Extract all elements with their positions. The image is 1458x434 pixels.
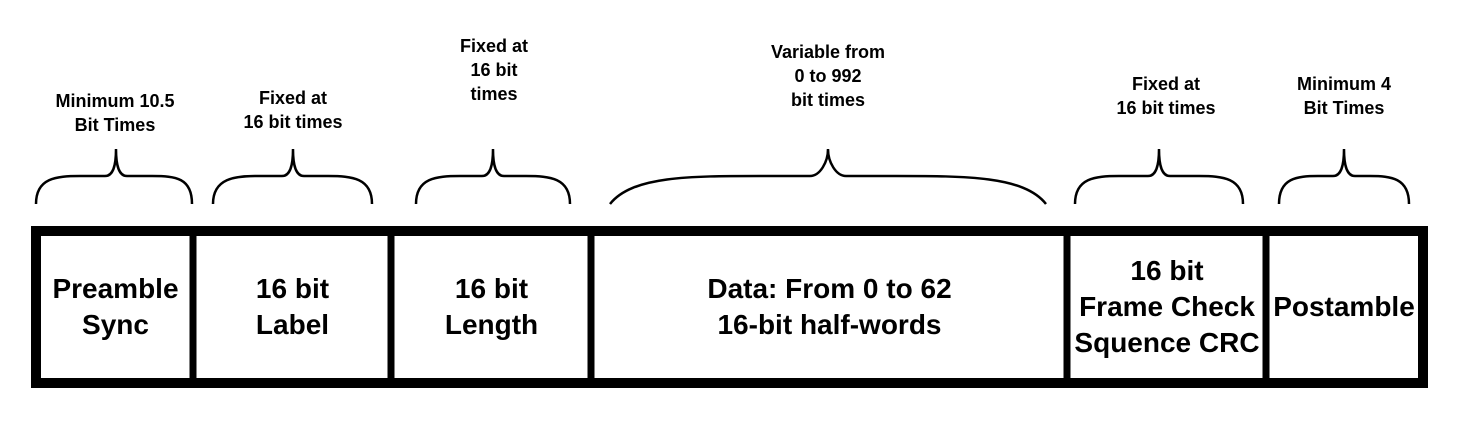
caption-line: 16 bit times bbox=[1116, 98, 1216, 118]
brace-length bbox=[414, 148, 572, 205]
brace-postamble bbox=[1277, 148, 1411, 205]
caption-postamble: Minimum 4 Bit Times bbox=[1297, 72, 1391, 120]
brace-label bbox=[211, 148, 374, 205]
field-label-text: Data: From 0 to 62 16-bit half-words bbox=[707, 271, 951, 343]
field-postamble: Postamble bbox=[1270, 236, 1418, 378]
field-label-line: 16 bit bbox=[1130, 255, 1204, 286]
caption-length: Fixed at 16 bit times bbox=[460, 34, 528, 106]
field-label-line: 16 bit bbox=[255, 273, 330, 304]
field-label-line: Length bbox=[444, 309, 539, 340]
caption-line: Minimum 4 bbox=[1296, 74, 1392, 94]
field-label-line: Data: From 0 to 62 bbox=[707, 273, 952, 304]
caption-label: Fixed at 16 bit times bbox=[243, 86, 342, 134]
field-label-line: Label bbox=[255, 309, 330, 340]
field-label-text: 16 bit Length bbox=[445, 271, 538, 343]
caption-line: Fixed at bbox=[258, 88, 328, 108]
field-label: 16 bit Label bbox=[197, 236, 388, 378]
field-label-line: Sync bbox=[82, 309, 149, 340]
frame-outline bbox=[31, 226, 1428, 388]
caption-line: Fixed at bbox=[459, 36, 529, 56]
field-label-line: Frame Check bbox=[1079, 291, 1255, 322]
caption-line: bit times bbox=[790, 90, 866, 110]
field-label-text: Postamble bbox=[1273, 289, 1415, 325]
caption-line: 16 bit times bbox=[243, 112, 343, 132]
brace-crc bbox=[1073, 148, 1245, 205]
brace-preamble bbox=[34, 148, 194, 205]
field-label-line: Preamble bbox=[52, 273, 179, 304]
field-length: 16 bit Length bbox=[395, 236, 588, 378]
caption-line: 0 to 992 bbox=[794, 66, 862, 86]
brace-data bbox=[609, 148, 1047, 205]
field-label-line: Squence CRC bbox=[1074, 327, 1260, 358]
field-label: Preamble Sync bbox=[52, 271, 178, 343]
caption-line: Minimum 10.5 bbox=[55, 91, 175, 111]
field-label-line: Postamble bbox=[1273, 291, 1415, 322]
caption-line: Bit Times bbox=[1303, 98, 1385, 118]
field-crc: 16 bit Frame Check Squence CRC bbox=[1071, 236, 1263, 378]
caption-line: Bit Times bbox=[74, 115, 156, 135]
field-label-line: 16 bit bbox=[454, 273, 529, 304]
field-label-text: 16 bit Label bbox=[256, 271, 329, 343]
caption-data: Variable from 0 to 992 bit times bbox=[771, 40, 885, 112]
field-label-line: 16-bit half-words bbox=[717, 309, 942, 340]
caption-preamble: Minimum 10.5 Bit Times bbox=[55, 89, 174, 137]
caption-crc: Fixed at 16 bit times bbox=[1116, 72, 1215, 120]
caption-line: Fixed at bbox=[1131, 74, 1201, 94]
caption-line: 16 bit bbox=[470, 60, 518, 80]
field-label-text: 16 bit Frame Check Squence CRC bbox=[1074, 253, 1259, 361]
caption-line: times bbox=[470, 84, 518, 104]
field-preamble-sync: Preamble Sync bbox=[41, 236, 190, 378]
caption-line: Variable from bbox=[770, 42, 886, 62]
field-data: Data: From 0 to 62 16-bit half-words bbox=[595, 236, 1064, 378]
